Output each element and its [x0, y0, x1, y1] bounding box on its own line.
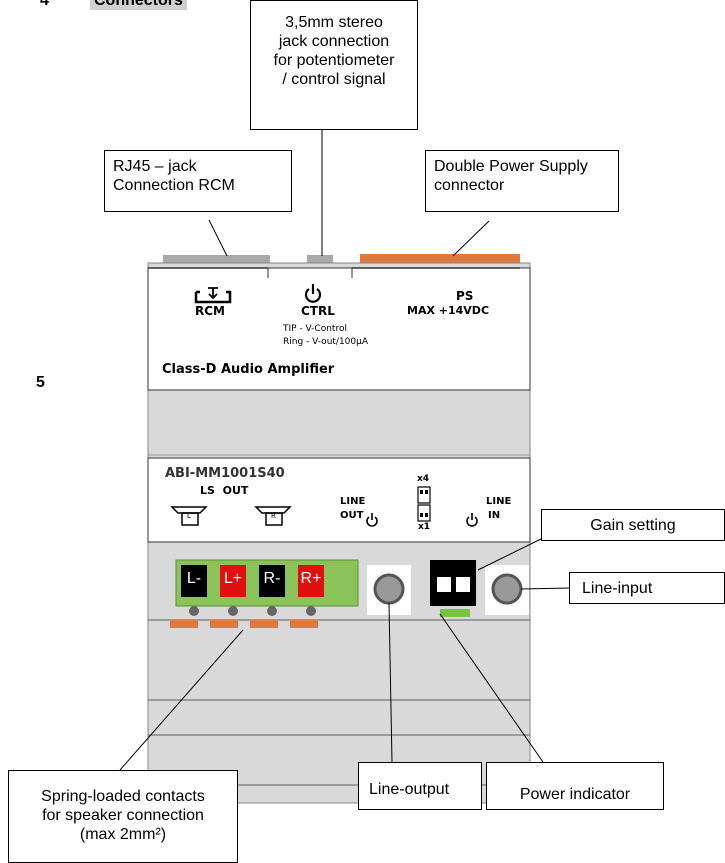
tip-label: TIP - V-Control	[283, 324, 347, 334]
product-label: Class-D Audio Amplifier	[162, 362, 335, 377]
leader-power-supply	[452, 220, 490, 257]
rcm-icon	[194, 287, 232, 304]
power-led	[440, 609, 470, 617]
speaker-r-label: R	[271, 512, 276, 520]
line-in-jack	[491, 573, 523, 605]
ctrl-power-icon	[304, 284, 322, 303]
line-out-out-label: OUT	[340, 510, 364, 521]
speaker-left-icon	[170, 506, 208, 526]
leader-line-output	[388, 602, 393, 763]
ring-label: Ring - V-out/100µA	[283, 337, 369, 347]
section-title: Connectors	[90, 0, 187, 10]
ctrl-label: CTRL	[301, 304, 335, 318]
terminal-r-plus	[298, 565, 324, 597]
ps-label: PS	[456, 289, 474, 303]
leader-power-indicator	[439, 613, 544, 763]
leader-spring	[119, 629, 244, 771]
terminal-l-minus	[181, 565, 207, 597]
terminal-label-l-minus: L-	[186, 570, 202, 587]
rcm-label: RCM	[195, 304, 225, 318]
terminal-label-l-plus: L+	[223, 570, 243, 587]
rj45-connector	[163, 255, 270, 264]
callout-spring: Spring-loaded contacts for speaker conne…	[8, 770, 238, 863]
jack-connector	[307, 255, 333, 264]
callout-power-supply: Double Power Supply connector	[425, 150, 619, 212]
speaker-l-label: L	[187, 512, 191, 520]
ls-out-label: LS OUT	[200, 484, 249, 497]
mid-label-panel	[147, 457, 531, 543]
terminal-label-r-plus: R+	[300, 570, 322, 587]
screw	[228, 606, 238, 616]
speaker-right-icon	[254, 506, 292, 526]
screw	[189, 606, 199, 616]
x4-label: x4	[417, 474, 430, 484]
callout-power-indicator: Power indicator	[486, 762, 664, 810]
terminal-r-minus	[259, 565, 285, 597]
screw	[306, 606, 316, 616]
callout-rj45: RJ45 – jack Connection RCM	[104, 150, 292, 212]
callout-line-input: Line-input	[569, 572, 725, 604]
line-out-power-icon	[366, 513, 378, 527]
power-supply-connector	[360, 254, 520, 264]
screw	[267, 606, 277, 616]
gain-switch-icons	[417, 486, 431, 522]
leader-line-input	[520, 587, 571, 590]
callout-line-output: Line-output	[358, 762, 482, 810]
line-in-power-icon	[466, 513, 478, 527]
line-out-jack	[373, 573, 405, 605]
line-in-line-label: LINE	[486, 496, 512, 507]
line-out-line-label: LINE	[340, 496, 366, 507]
terminal-l-plus	[220, 565, 246, 597]
leader-rj45	[208, 219, 228, 257]
line-in-in-label: IN	[488, 510, 501, 521]
callout-jack: 3,5mm stereo jack connection for potenti…	[250, 0, 418, 130]
leader-gain	[477, 537, 544, 571]
section-number: 4	[40, 0, 49, 9]
model-label: ABI-MM1001S40	[165, 466, 285, 481]
side-number: 5	[36, 374, 45, 391]
terminal-label-r-minus: R-	[263, 570, 281, 587]
ps-max-label: MAX +14VDC	[407, 304, 490, 317]
callout-gain: Gain setting	[541, 509, 725, 541]
x1-label: x1	[418, 522, 431, 532]
